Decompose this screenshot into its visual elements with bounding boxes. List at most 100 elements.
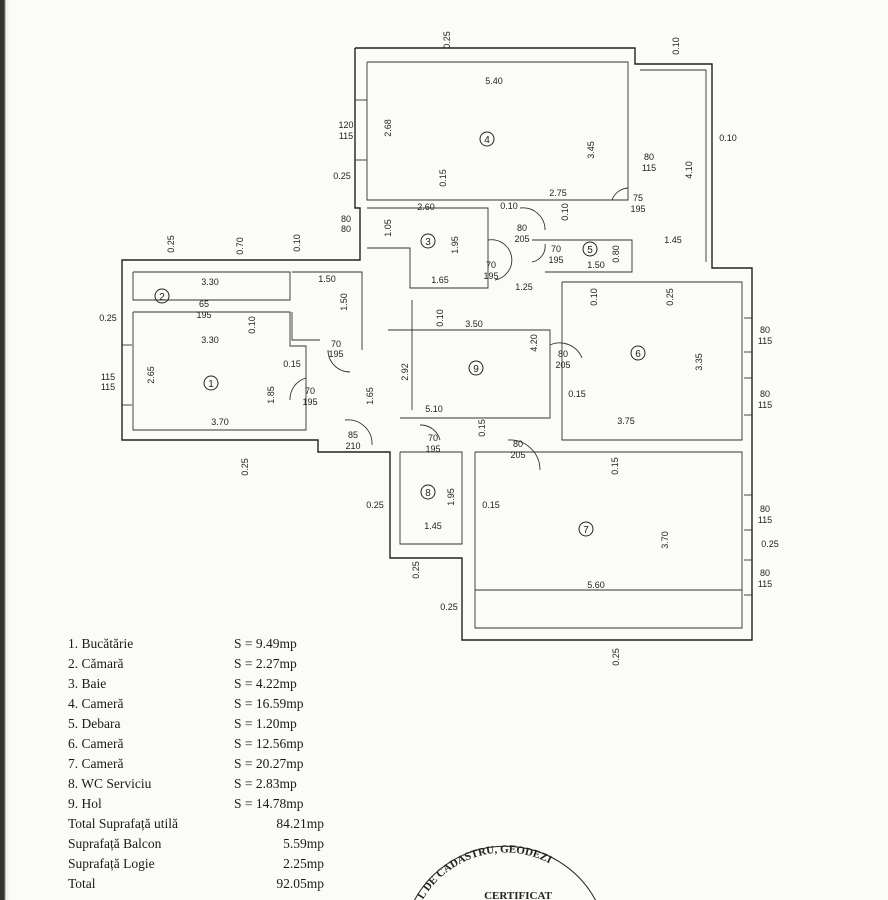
legend-row: 8. WC Serviciu S = 2.83mp (68, 774, 324, 794)
legend-room-name: 5. Debara (68, 716, 121, 731)
dimension-label: 1.50 (318, 274, 336, 284)
room-number-9: 9 (473, 364, 479, 375)
dimension-label: 1.50 (339, 293, 349, 311)
legend-room-area: S = 16.59mp (234, 696, 304, 711)
room-number-1: 1 (208, 379, 214, 390)
dimension-label: 195 (548, 255, 563, 265)
dimension-label: 2.60 (417, 202, 435, 212)
dimension-label: 1.95 (450, 236, 460, 254)
dimension-label: 0.10 (719, 133, 737, 143)
dimension-label: 0.15 (283, 359, 301, 369)
legend-room-area: S = 12.56mp (234, 736, 304, 751)
dimension-label: 115 (642, 163, 656, 173)
room-number-4: 4 (484, 135, 490, 146)
dimension-label: 80 (644, 152, 654, 162)
dimension-label: 1.45 (424, 521, 442, 531)
dimension-label: 80 (341, 224, 351, 234)
dimension-label: 0.15 (477, 419, 487, 437)
dimension-label: 0.25 (440, 602, 458, 612)
room-number-6: 6 (635, 349, 641, 360)
legend-room-area: S = 2.27mp (234, 656, 297, 671)
dimension-label: 80 (760, 325, 770, 335)
dimension-label: 1.50 (587, 260, 605, 270)
dimension-label: 115 (758, 400, 772, 410)
dimension-label: 80 (517, 223, 527, 233)
dimension-label: 0.70 (235, 237, 245, 255)
dimension-label: 70 (551, 244, 561, 254)
room-markers: 4 3 5 2 1 9 6 8 7 (154, 131, 646, 537)
dimension-label: 5.60 (587, 580, 605, 590)
dimension-label: 1.85 (266, 386, 276, 404)
room-marker-2 (154, 288, 170, 304)
dimension-label: 115 (758, 515, 772, 525)
walls (121, 47, 753, 641)
room-number-3: 3 (425, 237, 431, 248)
dimension-label: 0.25 (166, 235, 176, 253)
dimension-label: 195 (328, 349, 343, 359)
dimension-label: 3.45 (586, 141, 596, 159)
dimension-label: 2.92 (400, 363, 410, 381)
dimension-label: 2.75 (549, 188, 567, 198)
dimension-label: 0.15 (610, 457, 620, 475)
dimension-label: 0.10 (560, 203, 570, 221)
area-legend: 1. Bucătărie S = 9.49mp 2. Cămară S = 2.… (68, 634, 324, 894)
room-marker-4 (479, 131, 495, 147)
legend-room-area: S = 2.83mp (234, 776, 297, 791)
room-marker-9 (468, 360, 484, 376)
legend-room-area: S = 1.20mp (234, 716, 297, 731)
dimension-label: 3.35 (694, 353, 704, 371)
dimension-label: 5.10 (425, 404, 443, 414)
dimension-label: 195 (425, 444, 440, 454)
dimension-label: 0.10 (589, 288, 599, 306)
legend-total-name: Suprafață Logie (68, 856, 155, 871)
dimension-label: 115 (101, 372, 115, 382)
dimension-label: 80 (513, 439, 523, 449)
legend-total-name: Suprafață Balcon (68, 836, 162, 851)
dimension-label: 195 (483, 271, 498, 281)
page-binding-edge (0, 0, 10, 900)
dimension-label: 0.25 (761, 539, 779, 549)
legend-total-row: Total 92.05mp (68, 874, 324, 894)
dimension-label: 115 (101, 382, 115, 392)
legend-total-row: Suprafață Logie 2.25mp (68, 854, 324, 874)
dimension-label: 115 (339, 131, 353, 141)
legend-total-row: Total Suprafață utilă 84.21mp (68, 814, 324, 834)
room-marker-3 (420, 233, 436, 249)
dimension-label: 210 (345, 441, 360, 451)
dimension-label: 0.25 (611, 648, 621, 666)
legend-room-name: 7. Cameră (68, 756, 124, 771)
dimension-label: 0.25 (240, 458, 250, 476)
dimension-label: 195 (630, 204, 645, 214)
dimension-label: 205 (555, 360, 570, 370)
dimension-label: 205 (514, 234, 529, 244)
dimension-label: 80 (760, 389, 770, 399)
dimension-label: 0.25 (333, 171, 351, 181)
dimension-label: 4.10 (684, 161, 694, 179)
legend-row: 4. Cameră S = 16.59mp (68, 694, 324, 714)
legend-row: 2. Cămară S = 2.27mp (68, 654, 324, 674)
legend-room-name: 2. Cămară (68, 656, 124, 671)
room-number-7: 7 (583, 525, 589, 536)
dimension-label: 1.25 (515, 282, 533, 292)
dimension-label: 0.10 (435, 309, 445, 327)
dimension-label: 5.40 (485, 76, 503, 86)
dimension-label: 0.25 (665, 288, 675, 306)
dimension-labels: 0.25 5.40 0.10 0.10 120 115 2.68 3.45 80… (99, 31, 779, 666)
dimension-label: 1.65 (365, 387, 375, 405)
dimension-label: 3.70 (211, 417, 229, 427)
dimension-label: 70 (331, 339, 341, 349)
legend-room-name: 3. Baie (68, 676, 107, 691)
dimension-label: 70 (305, 386, 315, 396)
legend-total-name: Total Suprafață utilă (68, 816, 179, 831)
dimension-label: 0.15 (438, 169, 448, 187)
dimension-label: 65 (199, 299, 209, 309)
room-marker-8 (420, 484, 436, 500)
dimension-label: 80 (760, 504, 770, 514)
legend-room-name: 6. Cameră (68, 736, 124, 751)
dimension-label: 1.45 (664, 235, 682, 245)
dimension-label: 0.10 (671, 37, 681, 55)
legend-row: 6. Cameră S = 12.56mp (68, 734, 324, 754)
room-marker-1 (203, 375, 219, 391)
legend-total-name: Total (68, 876, 96, 891)
legend-room-area: S = 14.78mp (234, 796, 304, 811)
